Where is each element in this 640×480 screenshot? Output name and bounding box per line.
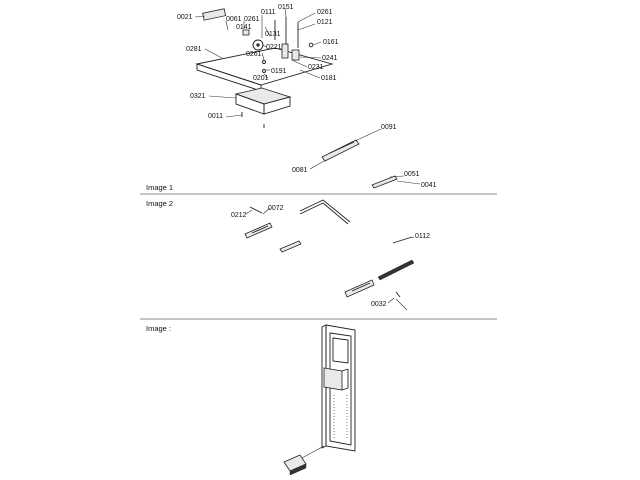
callout-0261c: 0261 (246, 51, 262, 58)
callout-0021: 0021 (177, 14, 193, 21)
ice-maker-assembly: 0021 0061 0111 0151 0261 0121 0261 0141 … (177, 4, 339, 128)
callout-0201: 0201 (253, 75, 269, 82)
door-panel-assembly (283, 324, 356, 476)
callout-0141: 0141 (236, 24, 252, 31)
screw-part-0212 (249, 206, 263, 214)
callout-0191: 0191 (271, 68, 287, 75)
dispenser-module (323, 367, 343, 391)
dispenser-housing-front (263, 96, 291, 115)
callout-0231: 0231 (308, 64, 324, 71)
callout-0112: 0112 (415, 233, 430, 240)
motor-gear-hub (256, 43, 260, 47)
callout-0241: 0241 (322, 55, 338, 62)
gasket-l-part (299, 199, 351, 223)
callout-0091: 0091 (381, 124, 397, 131)
screw-part-3 (262, 69, 266, 73)
top-bracket-part (202, 8, 227, 21)
callout-0121: 0121 (317, 19, 333, 26)
small-rail-part (371, 175, 398, 189)
motor-gear-part (252, 39, 264, 51)
small-block-part (242, 29, 250, 36)
rod-part-0112 (392, 236, 413, 244)
lower-bracket-part (344, 279, 375, 298)
callout-0081: 0081 (292, 167, 308, 174)
image-2-parts: 0212 0072 0112 0032 (231, 199, 430, 311)
screw-part-2 (262, 60, 266, 64)
callout-0072: 0072 (268, 205, 284, 212)
screw-part-0032 (395, 291, 401, 298)
shelf-rail-part (321, 139, 360, 162)
callout-0212: 0212 (231, 212, 247, 219)
callout-0032: 0032 (371, 301, 387, 308)
callout-0111: 0111 (261, 9, 276, 16)
callout-0321: 0321 (190, 93, 206, 100)
center-rail-part (279, 240, 302, 253)
callout-0221: 0221 (266, 44, 282, 51)
callout-0011: 0011 (208, 113, 223, 120)
screw-part (308, 42, 314, 48)
callout-0041: 0041 (421, 182, 437, 189)
callout-0261: 0261 (317, 9, 333, 16)
callout-0061: 0061 (226, 16, 242, 23)
cabinet-top-plate-edge (196, 63, 262, 92)
callout-0131: 0131 (265, 31, 281, 38)
shelf-rail-group: 0091 0081 0051 0041 (292, 124, 437, 189)
section-label-image-3: Image : (146, 324, 171, 333)
door-edge (321, 324, 327, 449)
door-inner-panel (329, 332, 352, 446)
callout-0261b: 0261 (244, 16, 260, 23)
switch-part-2 (291, 49, 300, 61)
switch-part (281, 43, 289, 59)
section-label-image-2: Image 2 (146, 199, 173, 208)
callout-0151: 0151 (278, 4, 294, 11)
dispenser-housing (234, 87, 292, 105)
callout-0161: 0161 (323, 39, 339, 46)
long-rail-part (377, 259, 415, 281)
dispenser-opening-upper (332, 337, 349, 364)
callout-0281: 0281 (186, 46, 202, 53)
callout-0181: 0181 (321, 75, 337, 82)
section-label-image-1: Image 1 (146, 183, 173, 192)
callout-0051: 0051 (404, 171, 420, 178)
